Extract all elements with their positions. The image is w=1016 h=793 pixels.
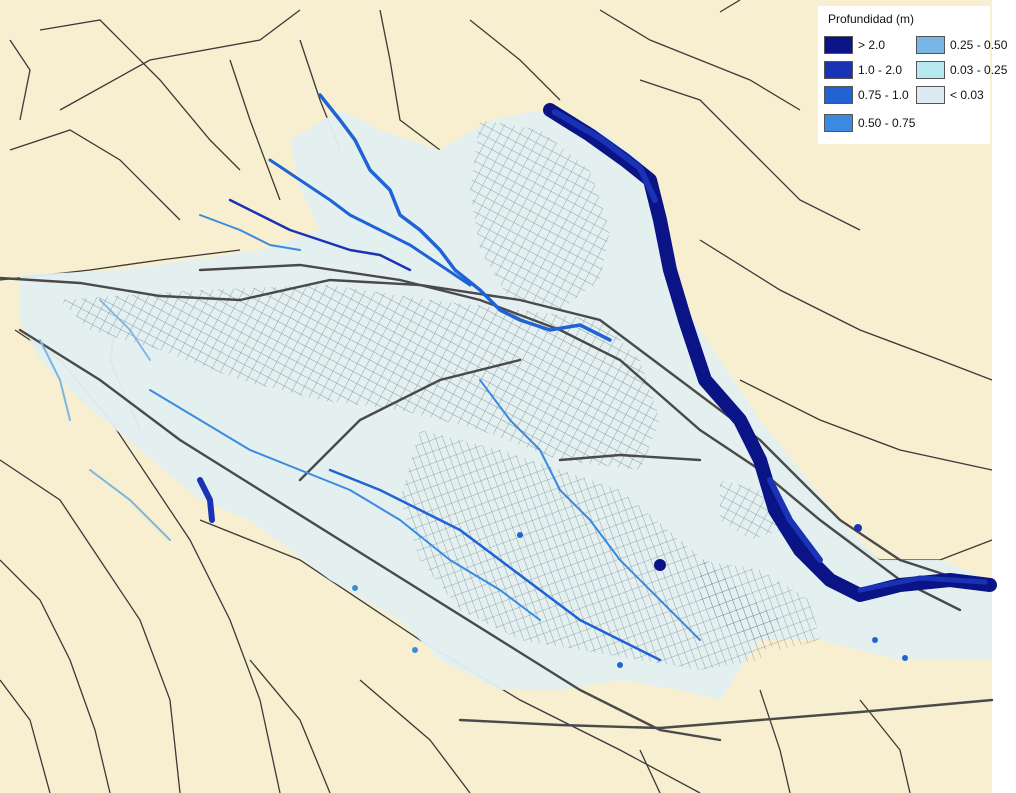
legend-label: < 0.03 bbox=[950, 88, 984, 102]
legend-label: 0.75 - 1.0 bbox=[858, 88, 909, 102]
legend-swatch bbox=[824, 114, 853, 132]
legend-title: Profundidad (m) bbox=[828, 12, 915, 26]
map-legend: Profundidad (m) > 2.0 1.0 - 2.0 0.75 - 1… bbox=[818, 6, 1007, 144]
legend-label: 0.25 - 0.50 bbox=[950, 38, 1008, 52]
legend-swatch bbox=[824, 36, 853, 54]
legend-swatch bbox=[916, 86, 945, 104]
legend-swatch bbox=[916, 61, 945, 79]
page-margin bbox=[992, 0, 1016, 793]
legend-label: 1.0 - 2.0 bbox=[858, 63, 903, 77]
major-roads bbox=[0, 263, 994, 742]
flood-water bbox=[39, 93, 997, 662]
urban-street-grid bbox=[60, 120, 820, 670]
legend-swatch bbox=[824, 61, 853, 79]
ponding-spots bbox=[352, 524, 908, 668]
northern-tributary bbox=[318, 93, 612, 342]
legend-swatch bbox=[916, 36, 945, 54]
legend-label: > 2.0 bbox=[858, 38, 886, 52]
legend-label: 0.03 - 0.25 bbox=[950, 63, 1008, 77]
legend-label: 0.50 - 0.75 bbox=[858, 116, 916, 130]
legend-swatch bbox=[824, 86, 853, 104]
